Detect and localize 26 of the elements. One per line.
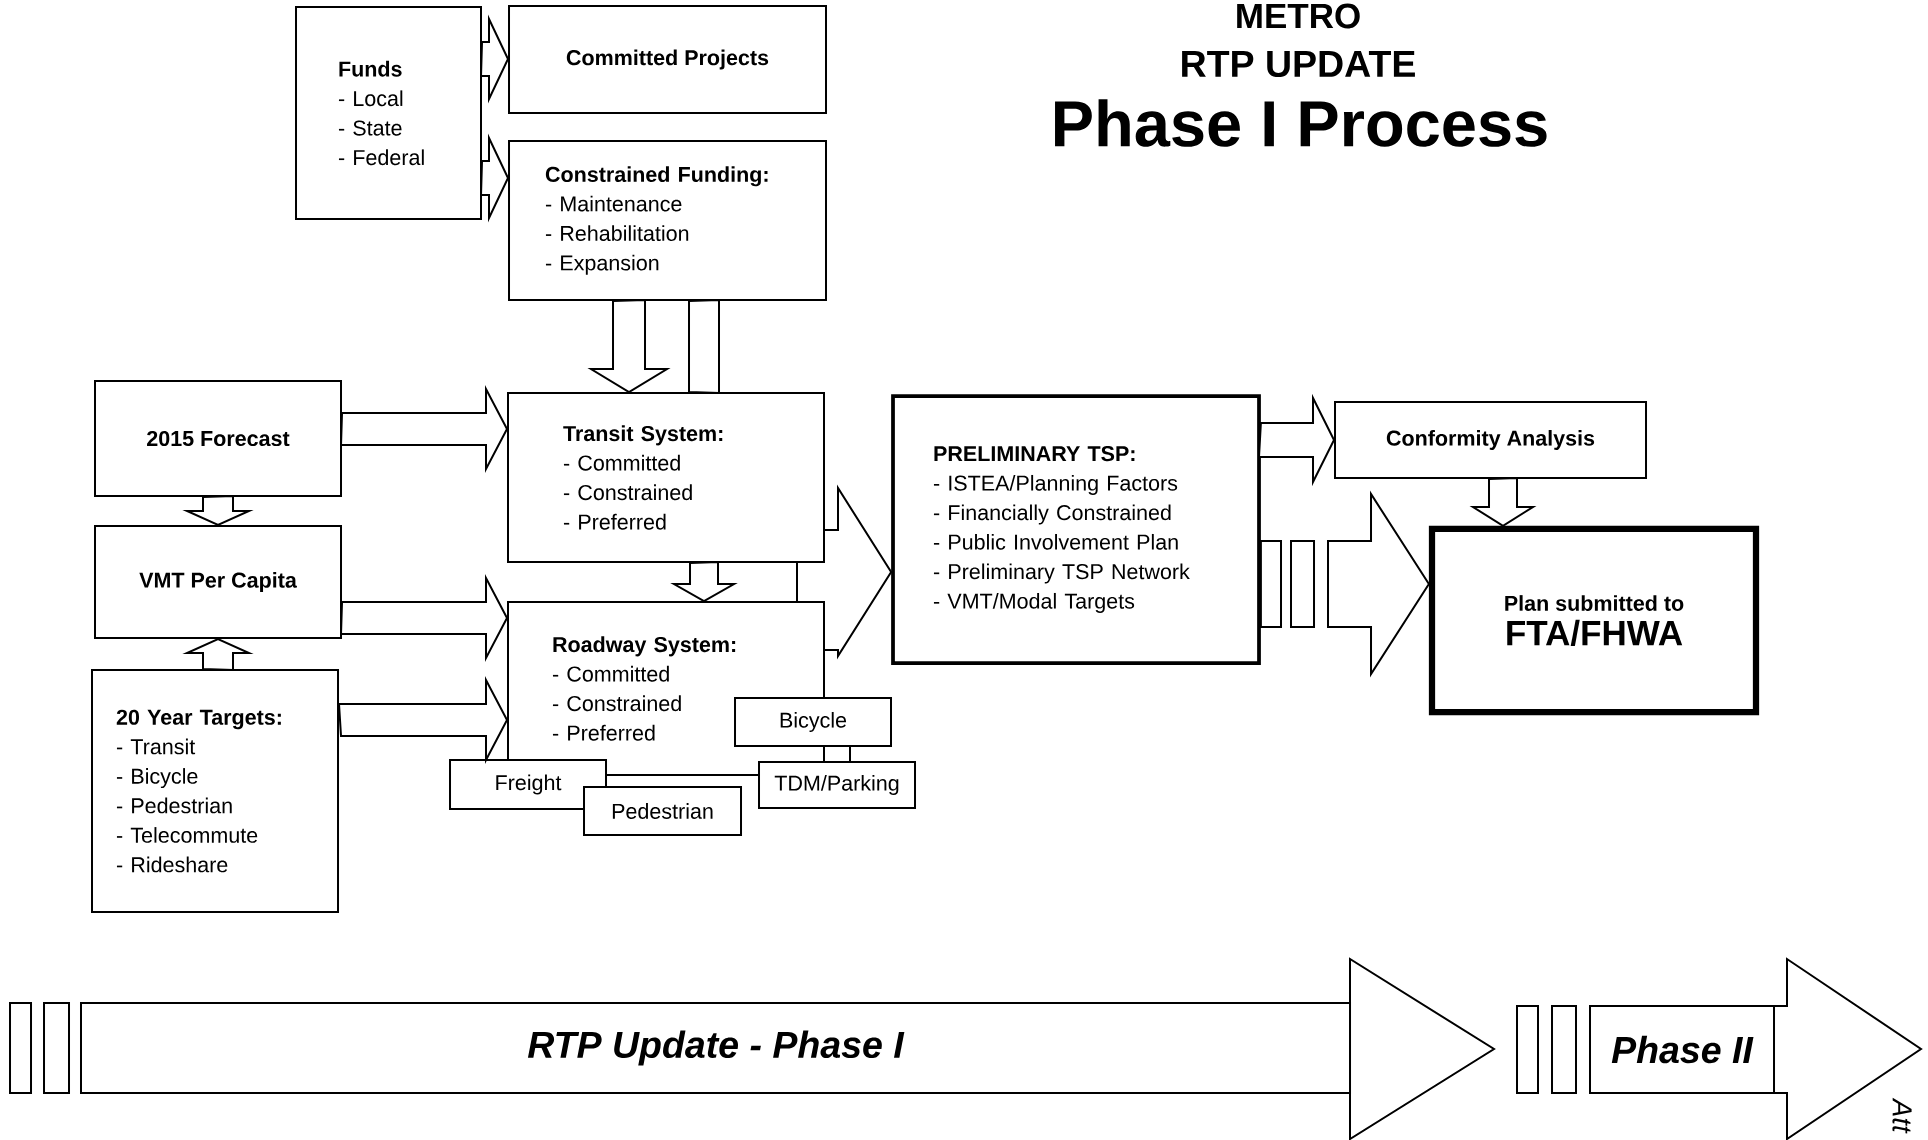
process-box: PRELIMINARY TSP: - ISTEA/Planning Factors - Financially Constrained - Public Involvement Plan - Preliminary TSP Network - VMT/Modal Targets <box>891 394 1261 665</box>
block-arrow <box>480 14 510 104</box>
mode-box: Freight <box>449 759 607 810</box>
process-box: Conformity Analysis <box>1334 401 1647 479</box>
mode-box: TDM/Parking <box>758 761 916 809</box>
process-box: Committed Projects <box>508 5 827 114</box>
block-arrow <box>480 133 510 223</box>
block-arrow <box>824 484 893 660</box>
connector-line <box>849 746 851 762</box>
heading: RTP UPDATE <box>1182 50 1415 78</box>
page-note: Att <box>1892 1097 1912 1134</box>
process-box: Transit System: - Committed - Constrained - Preferred <box>507 392 825 563</box>
output-box: Plan submitted to FTA/FHWA <box>1428 525 1760 716</box>
title: Phase I Process <box>1055 99 1547 147</box>
process-box: 20 Year Targets: - Transit - Bicycle - Pedestrian - Telecommute - Rideshare <box>91 669 339 913</box>
timeline-band: RTP Update - Phase I <box>80 1002 1351 1094</box>
connector-line <box>796 562 798 602</box>
mode-box: Pedestrian <box>583 786 742 836</box>
organization-name: METRO <box>1237 3 1360 29</box>
process-box: Funds - Local - State - Federal <box>295 6 482 220</box>
mode-box: Bicycle <box>734 697 892 747</box>
block-arrow <box>1259 490 1431 678</box>
process-box: VMT Per Capita <box>94 525 342 639</box>
process-box: 2015 Forecast <box>94 380 342 497</box>
phase-box: Phase II <box>1589 1005 1775 1094</box>
process-box: Constrained Funding: - Maintenance - Rehabilitation - Expansion <box>508 140 827 301</box>
